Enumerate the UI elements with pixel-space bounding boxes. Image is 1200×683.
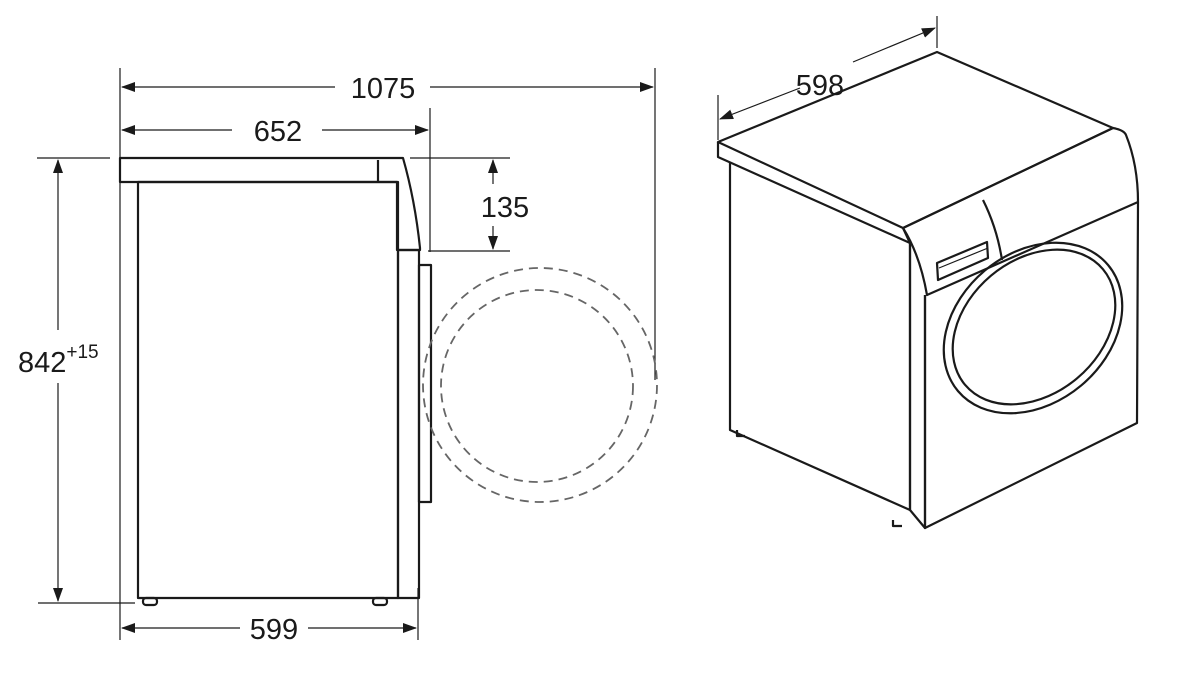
dim-label-598: 598 bbox=[796, 70, 844, 102]
front-face bbox=[923, 201, 1140, 530]
iso-view: 598 bbox=[716, 16, 1140, 530]
panel-divider bbox=[982, 199, 1004, 261]
door-side bbox=[417, 263, 433, 504]
dim-label-135: 135 bbox=[481, 192, 529, 224]
cabinet-side bbox=[136, 180, 400, 600]
door-swing-inner bbox=[440, 289, 634, 483]
foot-left bbox=[735, 430, 745, 438]
foot-rear bbox=[141, 596, 159, 607]
front-left-edge bbox=[908, 243, 927, 530]
cabinet-left-side bbox=[728, 163, 912, 512]
dim-label-842: 842+15 bbox=[18, 342, 99, 379]
lid-left-edge bbox=[716, 142, 912, 245]
dim-label-1075: 1075 bbox=[351, 73, 416, 105]
height-value: 842 bbox=[18, 347, 66, 379]
display-window bbox=[935, 240, 990, 282]
side-view: 1075 652 135 842+15 599 bbox=[18, 68, 658, 646]
door-outer-ring bbox=[942, 241, 1124, 415]
door-swing-outer bbox=[422, 267, 658, 503]
door-glass bbox=[951, 248, 1117, 406]
top-surface bbox=[716, 50, 1115, 230]
front-panel-side bbox=[396, 248, 421, 600]
foot-front bbox=[371, 596, 389, 607]
dim-label-599: 599 bbox=[250, 614, 298, 646]
dim-line-598-right bbox=[852, 27, 936, 63]
foot-front bbox=[891, 520, 902, 528]
control-panel bbox=[901, 126, 1140, 297]
height-tolerance: +15 bbox=[66, 342, 98, 363]
dim-line-598-left bbox=[719, 87, 801, 120]
dim-label-652: 652 bbox=[254, 116, 302, 148]
worktop-lid bbox=[118, 156, 422, 252]
display-line bbox=[938, 247, 989, 269]
